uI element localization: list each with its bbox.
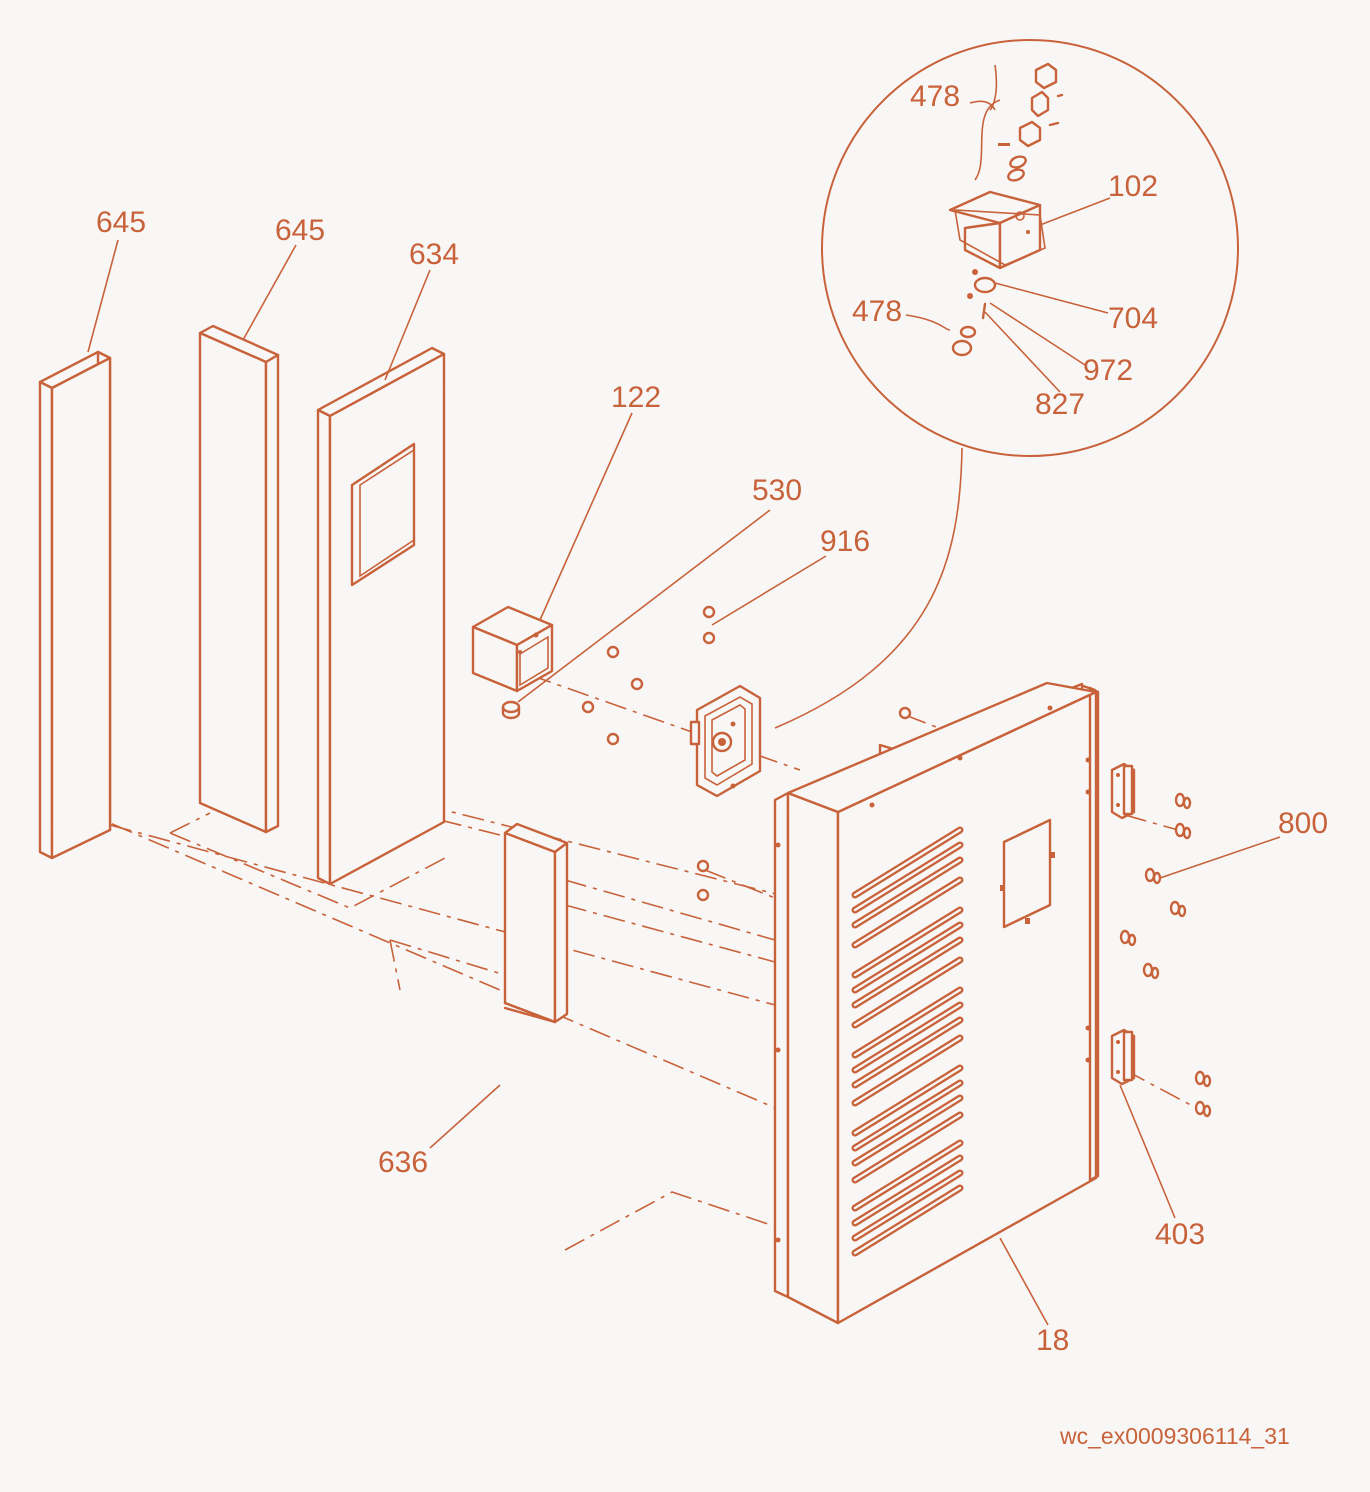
label-478-top: 478	[910, 80, 960, 113]
part-645-left-panel	[38, 350, 112, 860]
footer-code: wc_ex0009306114_31	[1059, 1423, 1290, 1449]
part-645-middle-panel	[198, 324, 280, 834]
part-634-window-panel	[316, 346, 446, 886]
label-972: 972	[1083, 354, 1133, 387]
label-916: 916	[820, 525, 870, 558]
detail-magnifier	[774, 39, 1239, 729]
label-634: 634	[409, 238, 459, 271]
label-645-left: 645	[96, 206, 146, 239]
label-645-middle: 645	[275, 214, 325, 247]
part-800-screws	[1119, 792, 1212, 1118]
label-636: 636	[378, 1146, 428, 1179]
vent-slots	[851, 826, 964, 1257]
assembly-dash-lines	[74, 674, 1201, 1251]
label-530: 530	[752, 474, 802, 507]
part-636-front-post	[503, 822, 569, 1024]
label-478-bottom: 478	[852, 295, 902, 328]
leader-lines	[87, 100, 1281, 1326]
label-18: 18	[1036, 1324, 1069, 1357]
fastener-group-916	[581, 605, 912, 902]
part-403-hinges	[1110, 762, 1136, 1086]
label-704: 704	[1108, 302, 1158, 335]
label-122: 122	[611, 381, 661, 414]
label-102: 102	[1108, 170, 1158, 203]
part-18-cabinet	[773, 681, 1100, 1325]
part-530-nut	[501, 700, 521, 720]
lock-housing-assembly	[689, 684, 762, 798]
label-403: 403	[1155, 1218, 1205, 1251]
label-800: 800	[1278, 807, 1328, 840]
label-827: 827	[1035, 388, 1085, 421]
part-122-cube	[471, 605, 554, 693]
callout-labels: 645 645 634 122 530 916 478 102 478 704 …	[96, 80, 1328, 1357]
